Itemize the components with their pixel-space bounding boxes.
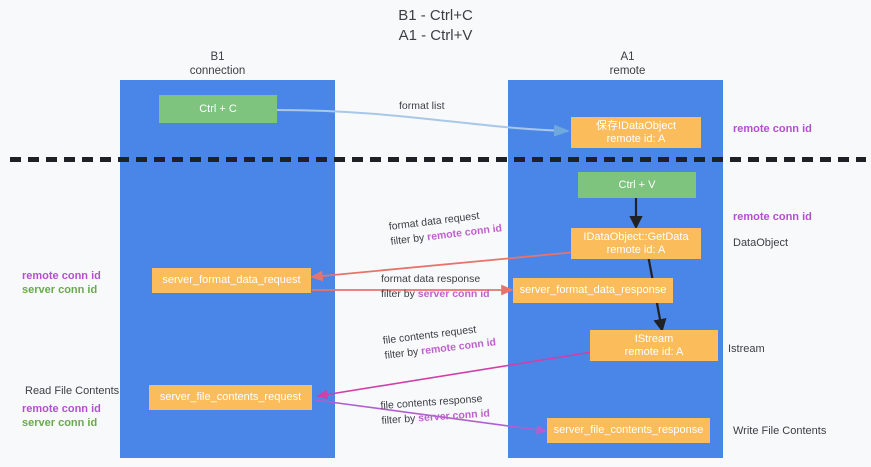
side-note-left-server-conn-id-1: server conn id	[22, 284, 98, 296]
node-server-file-contents-request-label: server_file_contents_request	[159, 391, 302, 403]
edge-label-file-contents-request-filter-prefix: filter by	[383, 345, 422, 362]
side-note-left-server-conn-id-2: server conn id	[22, 417, 98, 429]
node-idataobject-remote-id: remote id: A	[606, 132, 666, 145]
edge-label-format-data-request-filter-prefix: filter by	[389, 231, 428, 248]
title-line-2: A1 - Ctrl+V	[398, 27, 473, 44]
node-idataobject-label: 保存IDataObject	[595, 119, 677, 132]
node-server-file-contents-response-label: server_file_contents_response	[553, 424, 704, 436]
node-ctrl-v-label: Ctrl + V	[618, 178, 656, 191]
node-server-format-data-request-label: server_format_data_request	[162, 274, 301, 286]
node-istream-remote-id: remote id: A	[624, 345, 684, 358]
column-header-a1: A1 remote	[560, 50, 695, 78]
node-idataobject[interactable]: 保存IDataObject remote id: A	[571, 117, 701, 148]
column-header-b1-role: connection	[189, 65, 246, 77]
side-note-left-read-file-contents: Read File Contents	[25, 385, 120, 397]
side-note-right-remote-conn-id-1: remote conn id	[733, 123, 812, 135]
node-ctrl-c[interactable]: Ctrl + C	[159, 95, 277, 123]
node-ctrl-v[interactable]: Ctrl + V	[578, 172, 696, 198]
edge-label-format-data-response-text: format data response	[381, 273, 481, 285]
edge-label-file-contents-response-filter-prefix: filter by	[381, 412, 419, 427]
node-istream[interactable]: IStream remote id: A	[590, 330, 718, 361]
edge-label-format-data-request: format data request filter by remote con…	[388, 206, 503, 249]
node-server-file-contents-request[interactable]: server_file_contents_request	[149, 385, 312, 410]
node-server-file-contents-response[interactable]: server_file_contents_response	[547, 418, 710, 443]
node-idataobject-getdata-remote-id: remote id: A	[606, 243, 666, 256]
node-server-format-data-response-label: server_format_data_response	[519, 284, 667, 296]
diagram-title: B1 - Ctrl+C A1 - Ctrl+V	[0, 6, 871, 46]
node-ctrl-c-label: Ctrl + C	[199, 102, 237, 115]
node-server-format-data-request[interactable]: server_format_data_request	[152, 268, 311, 293]
edge-label-format-list-text: format list	[399, 100, 445, 112]
side-note-left-remote-conn-id-2: remote conn id	[22, 403, 101, 415]
side-note-right-write-file-contents: Write File Contents	[733, 425, 827, 437]
side-note-right-remote-conn-id-2: remote conn id	[733, 211, 812, 223]
edge-label-format-data-response-filter-prefix: filter by	[381, 288, 418, 300]
node-server-format-data-response[interactable]: server_format_data_response	[513, 278, 673, 303]
edge-label-file-contents-response-filter-key: server conn id	[417, 407, 491, 425]
column-header-b1: B1 connection	[150, 50, 285, 78]
title-line-1: B1 - Ctrl+C	[398, 7, 473, 24]
edge-label-file-contents-request: file contents request filter by remote c…	[382, 320, 497, 363]
edge-label-format-data-response: format data response filter by server co…	[381, 272, 490, 302]
column-header-a1-name: A1	[620, 51, 635, 63]
edge-label-file-contents-response: file contents response filter by server …	[380, 391, 490, 428]
phase-divider	[10, 157, 866, 162]
side-note-right-dataobject: DataObject	[733, 237, 789, 249]
node-istream-label: IStream	[634, 332, 674, 345]
node-idataobject-getdata[interactable]: IDataObject::GetData remote id: A	[571, 228, 701, 259]
edge-label-format-list: format list	[399, 99, 445, 114]
side-note-left-remote-conn-id-1: remote conn id	[22, 270, 101, 282]
side-note-right-istream: Istream	[728, 343, 765, 355]
column-header-b1-name: B1	[210, 51, 225, 63]
node-idataobject-getdata-label: IDataObject::GetData	[583, 230, 689, 243]
column-header-a1-role: remote	[609, 65, 646, 77]
edge-label-format-data-response-filter-key: server conn id	[417, 288, 490, 300]
